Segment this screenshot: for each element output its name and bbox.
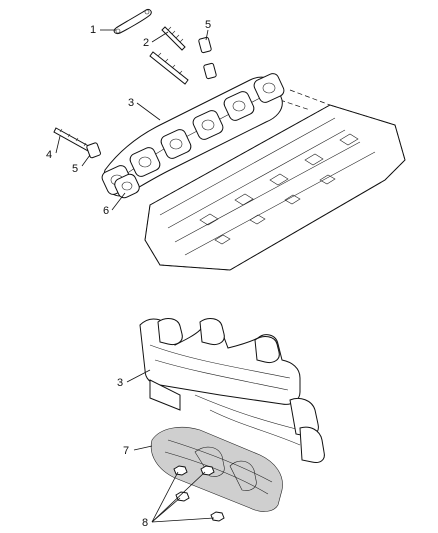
callout-8: 8 (142, 517, 148, 529)
cylinder-head (144, 89, 406, 271)
callout-3-top: 3 (128, 97, 134, 109)
callout-7: 7 (123, 445, 129, 457)
stud-2b (149, 51, 189, 85)
callout-3-bottom: 3 (117, 377, 123, 389)
gasket-6 (114, 173, 140, 199)
callout-5-left: 5 (72, 163, 78, 175)
heat-shield-7 (150, 427, 283, 512)
leader-lines-top (55, 29, 209, 211)
callout-4: 4 (46, 149, 52, 161)
callout-1: 1 (90, 24, 96, 36)
spacer-5-top-b (203, 62, 217, 80)
heat-shield-bracket (113, 9, 152, 34)
callout-6: 6 (103, 205, 109, 217)
callout-2: 2 (143, 37, 149, 49)
spacer-5-left (86, 142, 101, 159)
spacer-5-top (198, 36, 212, 54)
exhaust-manifold-bottom (139, 318, 325, 463)
callout-5-top: 5 (205, 19, 211, 31)
stud-2 (161, 26, 186, 51)
leader-lines-bottom (126, 369, 215, 523)
stud-4 (53, 127, 93, 153)
